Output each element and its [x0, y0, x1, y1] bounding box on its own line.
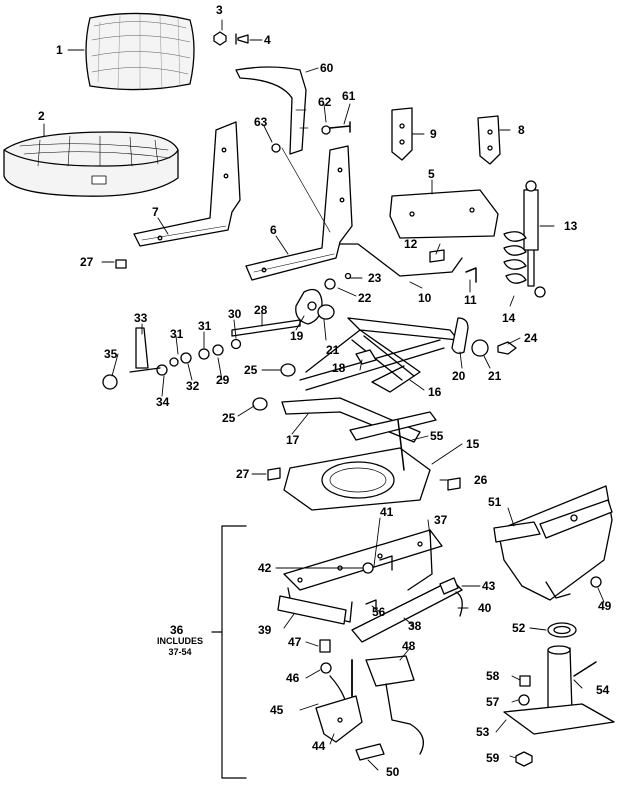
callout-38: 38: [408, 619, 422, 633]
callout-42: 42: [258, 561, 272, 575]
callout-63: 63: [254, 115, 268, 129]
callout-21b: 21: [488, 369, 502, 383]
callout-50: 50: [386, 765, 400, 779]
callout-4: 4: [264, 33, 271, 47]
callout-18: 18: [332, 361, 346, 375]
callout-14: 14: [502, 311, 516, 325]
callout-59: 59: [486, 751, 500, 765]
callout-34: 34: [156, 395, 170, 409]
callout-20: 20: [452, 369, 466, 383]
callout-40: 40: [478, 601, 492, 615]
callout-32: 32: [186, 379, 200, 393]
callout-3: 3: [216, 3, 223, 17]
callout-10: 10: [418, 291, 432, 305]
callout-2: 2: [38, 109, 45, 123]
callout-6: 6: [270, 223, 277, 237]
callout-45: 45: [270, 703, 284, 717]
callout-52: 52: [512, 621, 526, 635]
callout-19: 19: [290, 329, 304, 343]
callout-22: 22: [358, 291, 372, 305]
callout-60: 60: [320, 61, 334, 75]
callout-46: 46: [286, 671, 300, 685]
callout-39: 39: [258, 623, 272, 637]
callout-27a: 27: [80, 255, 94, 269]
callout-9: 9: [430, 127, 437, 141]
callout-61: 61: [342, 89, 356, 103]
callout-11: 11: [464, 293, 477, 307]
callout-21a: 21: [326, 343, 340, 357]
callout-16: 16: [428, 385, 442, 399]
callout-41: 41: [380, 505, 394, 519]
callout-5: 5: [428, 167, 435, 181]
callout-30: 30: [228, 307, 242, 321]
seat-cushion: [3, 131, 179, 197]
callout-17: 17: [286, 433, 300, 447]
callout-54: 54: [596, 683, 610, 697]
callout-48: 48: [402, 639, 416, 653]
callout-13: 13: [564, 219, 578, 233]
callout-55: 55: [430, 429, 444, 443]
callout-33: 33: [134, 311, 148, 325]
callout-51: 51: [488, 495, 502, 509]
callout-31a: 31: [170, 327, 184, 341]
callout-25a: 25: [244, 363, 258, 377]
callout-26: 26: [474, 473, 488, 487]
callout-24: 24: [524, 331, 538, 345]
callout-7: 7: [152, 205, 159, 219]
callout-56: 56: [372, 605, 386, 619]
callout-58: 58: [486, 669, 500, 683]
callout-37: 37: [434, 513, 448, 527]
callout-12: 12: [404, 237, 418, 251]
back-cushion: [85, 12, 195, 91]
leader-lines: [43, 19, 605, 771]
callout-29: 29: [216, 373, 230, 387]
includes-label: INCLUDES: [156, 636, 203, 646]
callout-47: 47: [288, 635, 302, 649]
callout-44: 44: [312, 739, 326, 753]
callout-8: 8: [518, 123, 525, 137]
callout-43: 43: [482, 579, 496, 593]
includes-range: 37-54: [168, 647, 192, 657]
callout-53: 53: [476, 725, 490, 739]
callout-35: 35: [104, 347, 118, 361]
callout-28: 28: [254, 303, 268, 317]
callout-36: 36: [170, 623, 184, 637]
callout-1: 1: [56, 43, 63, 57]
callout-62: 62: [318, 95, 332, 109]
callout-27b: 27: [236, 467, 250, 481]
callout-31b: 31: [198, 319, 212, 333]
callout-23: 23: [368, 271, 382, 285]
callout-25b: 25: [222, 411, 236, 425]
callout-15: 15: [466, 437, 480, 451]
callout-57: 57: [486, 695, 500, 709]
callout-49: 49: [598, 599, 612, 613]
